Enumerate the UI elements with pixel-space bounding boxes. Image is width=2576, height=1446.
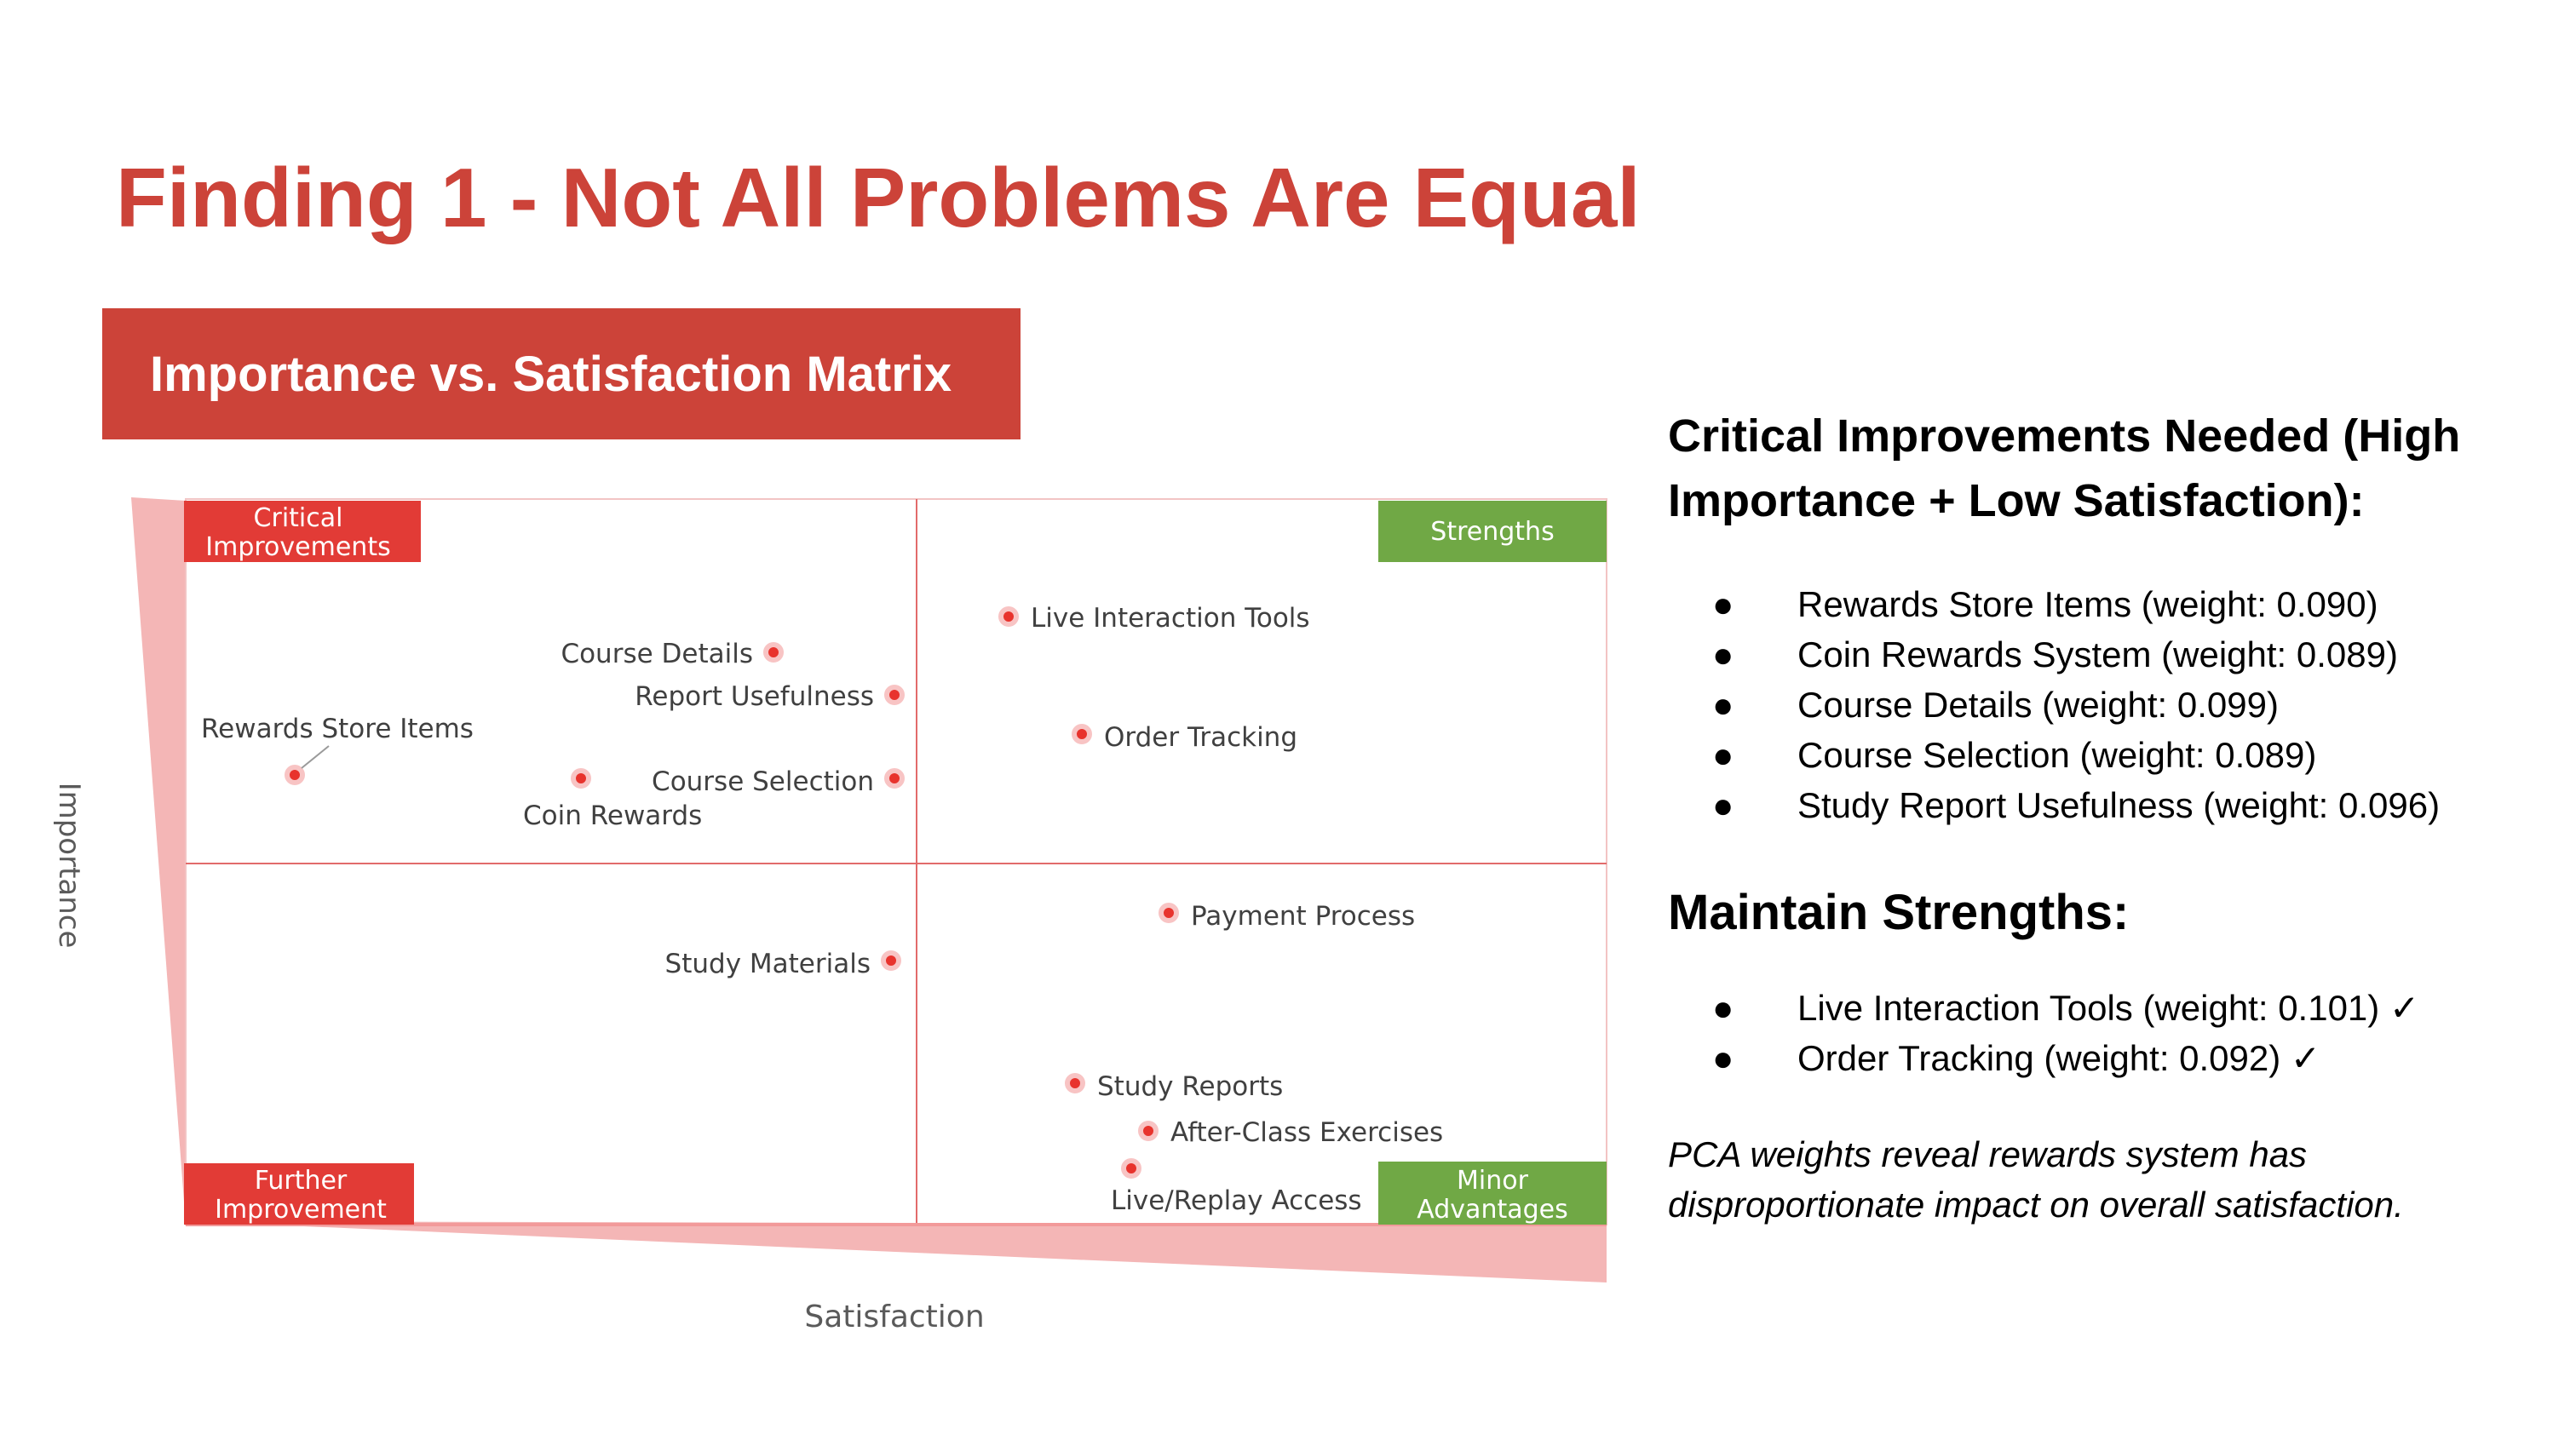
label-study-reports: Study Reports [1097, 1071, 1283, 1102]
minor-advantages-label: Minor Advantages [1378, 1162, 1607, 1225]
critical-heading: Critical Improvements Needed (High Impor… [1668, 410, 2461, 526]
point-live-interaction-tools [998, 606, 1019, 627]
critical-list: ●Rewards Store Items (weight: 0.090) ●Co… [1668, 579, 2440, 830]
svg-text:Improvement: Improvement [215, 1195, 387, 1225]
further-improvement-label: Further Improvement [184, 1163, 414, 1225]
svg-text:Improvements: Improvements [205, 532, 390, 562]
strengths-list: ●Live Interaction Tools (weight: 0.101) … [1668, 983, 2419, 1083]
label-rewards-store-items: Rewards Store Items [201, 714, 474, 744]
label-course-details: Course Details [561, 639, 753, 669]
critical-improvements-label: Critical Improvements [184, 501, 421, 562]
point-course-selection [884, 768, 905, 789]
point-coin-rewards [571, 768, 591, 789]
matrix-frame [185, 498, 1607, 1225]
list-item: ●Coin Rewards System (weight: 0.089) [1712, 634, 2398, 674]
label-order-tracking: Order Tracking [1104, 722, 1297, 753]
list-item: ●Study Report Usefulness (weight: 0.096) [1712, 785, 2441, 825]
svg-text:Minor: Minor [1457, 1166, 1529, 1196]
point-live-replay-access [1121, 1158, 1141, 1179]
label-live-replay-access: Live/Replay Access [1111, 1185, 1362, 1216]
label-live-interaction-tools: Live Interaction Tools [1031, 603, 1310, 634]
strengths-heading: Maintain Strengths: [1668, 885, 2130, 940]
findings-panel: Critical Improvements Needed (High Impor… [1668, 404, 2554, 1225]
point-payment-process [1159, 903, 1179, 923]
label-course-selection: Course Selection [652, 766, 874, 797]
label-after-class-exercises: After-Class Exercises [1170, 1117, 1443, 1148]
list-item: ●Order Tracking (weight: 0.092) ✓ [1712, 1038, 2321, 1078]
point-rewards-store-items [285, 765, 305, 785]
label-coin-rewards: Coin Rewards [523, 800, 702, 831]
list-item: ●Rewards Store Items (weight: 0.090) [1712, 584, 2378, 624]
satisfaction-axis-wedge [186, 1221, 1607, 1282]
list-item: ●Course Selection (weight: 0.089) [1712, 735, 2317, 775]
matrix-banner-text: Importance vs. Satisfaction Matrix [150, 346, 952, 402]
label-study-materials: Study Materials [665, 949, 871, 979]
svg-text:Strengths: Strengths [1430, 517, 1554, 547]
x-axis-title: Satisfaction [804, 1300, 984, 1334]
point-course-details [763, 642, 784, 663]
rewards-store-leader-line [301, 745, 330, 769]
point-study-materials [881, 950, 901, 971]
svg-text:Advantages: Advantages [1417, 1195, 1567, 1225]
importance-axis-wedge [131, 497, 186, 1225]
label-payment-process: Payment Process [1191, 901, 1415, 932]
list-item: ●Course Details (weight: 0.099) [1712, 685, 2279, 725]
y-axis-title: Importance [52, 783, 86, 949]
page-title: Finding 1 - Not All Problems Are Equal [116, 151, 1641, 244]
point-after-class-exercises [1138, 1121, 1159, 1141]
point-study-reports [1065, 1073, 1085, 1093]
point-report-usefulness [884, 685, 905, 705]
pca-note: PCA weights reveal rewards system has di… [1668, 1134, 2404, 1225]
list-item: ●Live Interaction Tools (weight: 0.101) … [1712, 988, 2420, 1028]
svg-text:Further: Further [255, 1166, 348, 1196]
strengths-label: Strengths [1378, 501, 1607, 562]
point-order-tracking [1072, 724, 1092, 744]
label-report-usefulness: Report Usefulness [635, 681, 874, 712]
svg-text:Critical: Critical [254, 503, 343, 533]
matrix-banner: Importance vs. Satisfaction Matrix [102, 308, 1021, 439]
